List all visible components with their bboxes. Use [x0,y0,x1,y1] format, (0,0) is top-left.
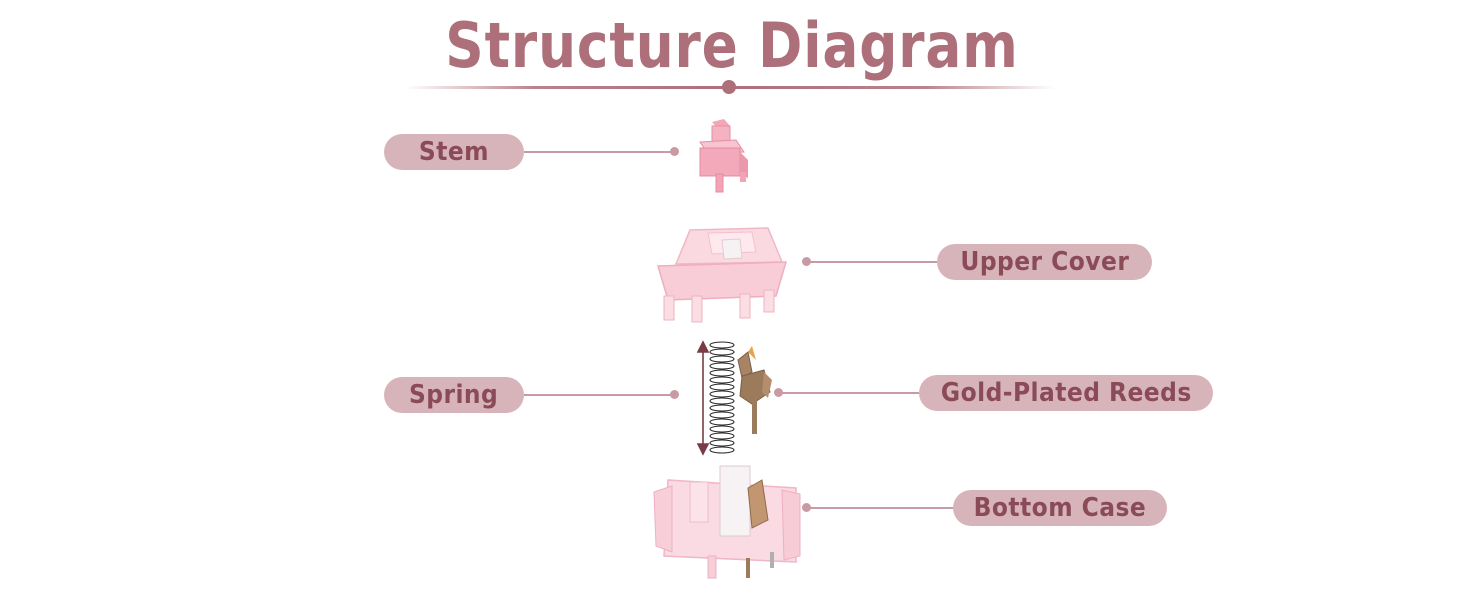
leader-stem [524,151,674,153]
leader-dot-spring [670,390,679,399]
compression-arrow-icon [696,340,710,456]
title-underline-dot [722,80,736,94]
label-spring: Spring [384,377,524,413]
leader-upper-cover [806,261,937,263]
leader-dot-bottom-case [802,503,811,512]
leader-dot-gold-plated-reeds [774,388,783,397]
leader-dot-stem [670,147,679,156]
diagram-title: Structure Diagram [445,9,1019,82]
gold-reeds-illustration [737,346,772,434]
label-bottom-case: Bottom Case [953,490,1167,526]
bottom-case-illustration [653,465,801,579]
upper-cover-illustration [657,227,788,323]
label-gold-plated-reeds: Gold-Plated Reeds [919,375,1213,411]
leader-spring [524,394,674,396]
spring-illustration [709,341,735,454]
stem-illustration [699,119,748,193]
leader-dot-upper-cover [802,257,811,266]
label-upper-cover: Upper Cover [937,244,1152,280]
leader-gold-plated-reeds [778,392,919,394]
label-stem: Stem [384,134,524,170]
leader-bottom-case [806,507,953,509]
